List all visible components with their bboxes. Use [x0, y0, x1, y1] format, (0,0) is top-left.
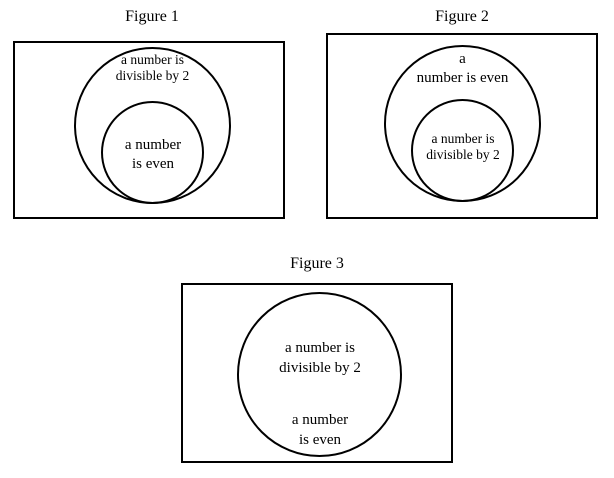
figure-3-circle: [237, 292, 402, 457]
figure-2-title: Figure 2: [435, 8, 489, 25]
figure-1-outer-circle-label: a number is divisible by 2: [115, 52, 190, 83]
figure-3-label-spacer: [252, 378, 388, 390]
figure-2-inner-circle: [411, 99, 514, 202]
figure-3-circle-label: a number is divisible by 2 a number is e…: [252, 318, 388, 450]
figure-3-label-line-2: a number is even: [291, 412, 349, 448]
figure-3-title: Figure 3: [290, 255, 344, 272]
figure-2-outer-circle-label: a number is even: [416, 51, 509, 86]
figure-1-inner-circle: [101, 101, 204, 204]
figure-1-inner-circle-label: a number is even: [124, 137, 182, 172]
figure-3-label-line-1: a number is divisible by 2: [279, 340, 361, 376]
figure-2-inner-circle-label: a number is divisible by 2: [426, 131, 500, 162]
figure-1-title: Figure 1: [125, 8, 179, 25]
